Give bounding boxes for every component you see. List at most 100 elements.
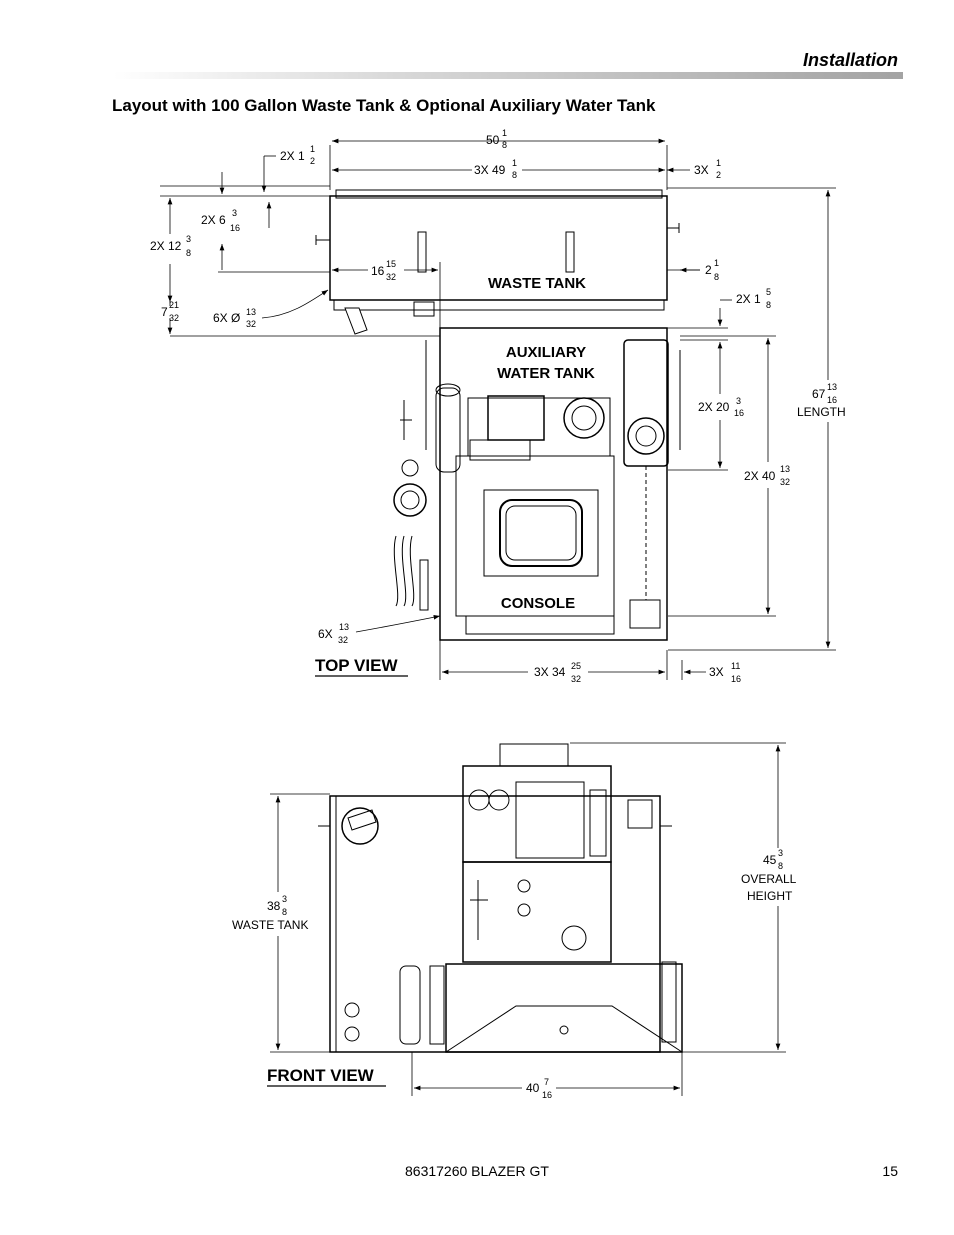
dim-base-width: 40 7 16 xyxy=(526,1077,552,1100)
svg-text:2X 6: 2X 6 xyxy=(201,213,226,227)
dim-tank-depth-a: 2X 6 3 16 xyxy=(201,208,240,233)
svg-text:HEIGHT: HEIGHT xyxy=(747,889,793,903)
svg-text:OVERALL: OVERALL xyxy=(741,872,797,886)
dim-right-step: 2X 1 5 8 xyxy=(736,287,771,310)
svg-text:3X: 3X xyxy=(709,665,724,679)
svg-text:6X Ø: 6X Ø xyxy=(213,311,240,325)
footer-page-number: 15 xyxy=(882,1163,898,1179)
svg-text:2X 1: 2X 1 xyxy=(280,149,305,163)
svg-text:16: 16 xyxy=(731,674,741,684)
svg-text:2X 1: 2X 1 xyxy=(736,292,761,306)
console-label: CONSOLE xyxy=(501,595,575,612)
dim-tank-width: 3X 49 1 8 xyxy=(474,158,517,180)
dim-mount-holes: 6X 13 32 xyxy=(318,622,349,645)
svg-text:WASTE TANK: WASTE TANK xyxy=(232,918,308,932)
dim-right-edge: 3X 11 16 xyxy=(709,661,741,684)
dim-right-offset: 3X 1 2 xyxy=(694,158,721,180)
front-view-drawing xyxy=(318,743,683,1053)
dim-console-width: 3X 34 25 32 xyxy=(534,661,581,684)
top-view-label: TOP VIEW xyxy=(315,656,398,675)
svg-text:8: 8 xyxy=(766,300,771,310)
svg-text:13: 13 xyxy=(246,307,256,317)
svg-text:1: 1 xyxy=(512,158,517,168)
dim-tank-depth-b: 2X 12 3 8 xyxy=(150,234,191,258)
header-rule xyxy=(113,72,903,79)
svg-text:3: 3 xyxy=(186,234,191,244)
svg-text:1: 1 xyxy=(310,144,315,154)
svg-text:LENGTH: LENGTH xyxy=(797,405,846,419)
svg-text:6X: 6X xyxy=(318,627,333,641)
front-view-label: FRONT VIEW xyxy=(267,1066,375,1085)
aux-tank-label-2: WATER TANK xyxy=(497,365,595,382)
svg-text:1: 1 xyxy=(716,158,721,168)
svg-text:3X 34: 3X 34 xyxy=(534,665,566,679)
svg-text:7: 7 xyxy=(544,1077,549,1087)
svg-text:32: 32 xyxy=(386,272,396,282)
svg-text:32: 32 xyxy=(169,313,179,323)
svg-text:1: 1 xyxy=(714,258,719,268)
waste-tank-label: WASTE TANK xyxy=(488,275,586,292)
svg-text:3: 3 xyxy=(282,894,287,904)
svg-text:2: 2 xyxy=(310,156,315,166)
svg-text:16: 16 xyxy=(230,223,240,233)
svg-text:21: 21 xyxy=(169,300,179,310)
top-view-labels: WASTE TANK AUXILIARY WATER TANK CONSOLE … xyxy=(315,275,595,675)
dim-top-offset: 2X 1 1 2 xyxy=(280,144,315,166)
svg-text:8: 8 xyxy=(778,861,783,871)
svg-text:8: 8 xyxy=(512,170,517,180)
top-view-drawing xyxy=(315,189,681,641)
page-title: Layout with 100 Gallon Waste Tank & Opti… xyxy=(112,96,656,115)
console-frame xyxy=(439,327,668,641)
svg-text:8: 8 xyxy=(186,248,191,258)
svg-text:5: 5 xyxy=(766,287,771,297)
svg-text:2X 12: 2X 12 xyxy=(150,239,182,253)
svg-text:25: 25 xyxy=(571,661,581,671)
svg-text:8: 8 xyxy=(714,272,719,282)
svg-text:3X: 3X xyxy=(694,163,709,177)
svg-text:1: 1 xyxy=(502,128,507,138)
svg-text:3: 3 xyxy=(778,848,783,858)
svg-text:32: 32 xyxy=(780,477,790,487)
svg-text:38: 38 xyxy=(267,899,281,913)
svg-text:3: 3 xyxy=(232,208,237,218)
svg-text:32: 32 xyxy=(571,674,581,684)
svg-text:13: 13 xyxy=(339,622,349,632)
svg-text:16: 16 xyxy=(827,395,837,405)
dim-aux-depth: 2X 20 3 16 xyxy=(698,396,744,418)
svg-text:16: 16 xyxy=(542,1090,552,1100)
footer-doc-id: 86317260 BLAZER GT xyxy=(405,1163,549,1179)
svg-text:3: 3 xyxy=(736,396,741,406)
top-view-dimensions xyxy=(160,138,836,680)
svg-text:32: 32 xyxy=(338,635,348,645)
svg-text:7: 7 xyxy=(161,305,168,319)
aux-tank xyxy=(623,339,669,467)
svg-text:11: 11 xyxy=(731,661,740,671)
svg-text:8: 8 xyxy=(502,140,507,150)
svg-text:3X 49: 3X 49 xyxy=(474,163,506,177)
svg-text:13: 13 xyxy=(780,464,790,474)
svg-text:2: 2 xyxy=(705,263,712,277)
svg-text:15: 15 xyxy=(386,259,396,269)
section-title: Installation xyxy=(802,50,898,70)
svg-text:8: 8 xyxy=(282,907,287,917)
svg-text:16: 16 xyxy=(371,264,385,278)
aux-tank-label-1: AUXILIARY xyxy=(506,344,586,361)
svg-text:45: 45 xyxy=(763,853,777,867)
svg-text:2X 20: 2X 20 xyxy=(698,400,730,414)
svg-text:50: 50 xyxy=(486,133,500,147)
svg-text:2: 2 xyxy=(716,170,721,180)
front-view-dimensions xyxy=(267,742,786,1096)
svg-text:16: 16 xyxy=(734,408,744,418)
svg-text:40: 40 xyxy=(526,1081,540,1095)
